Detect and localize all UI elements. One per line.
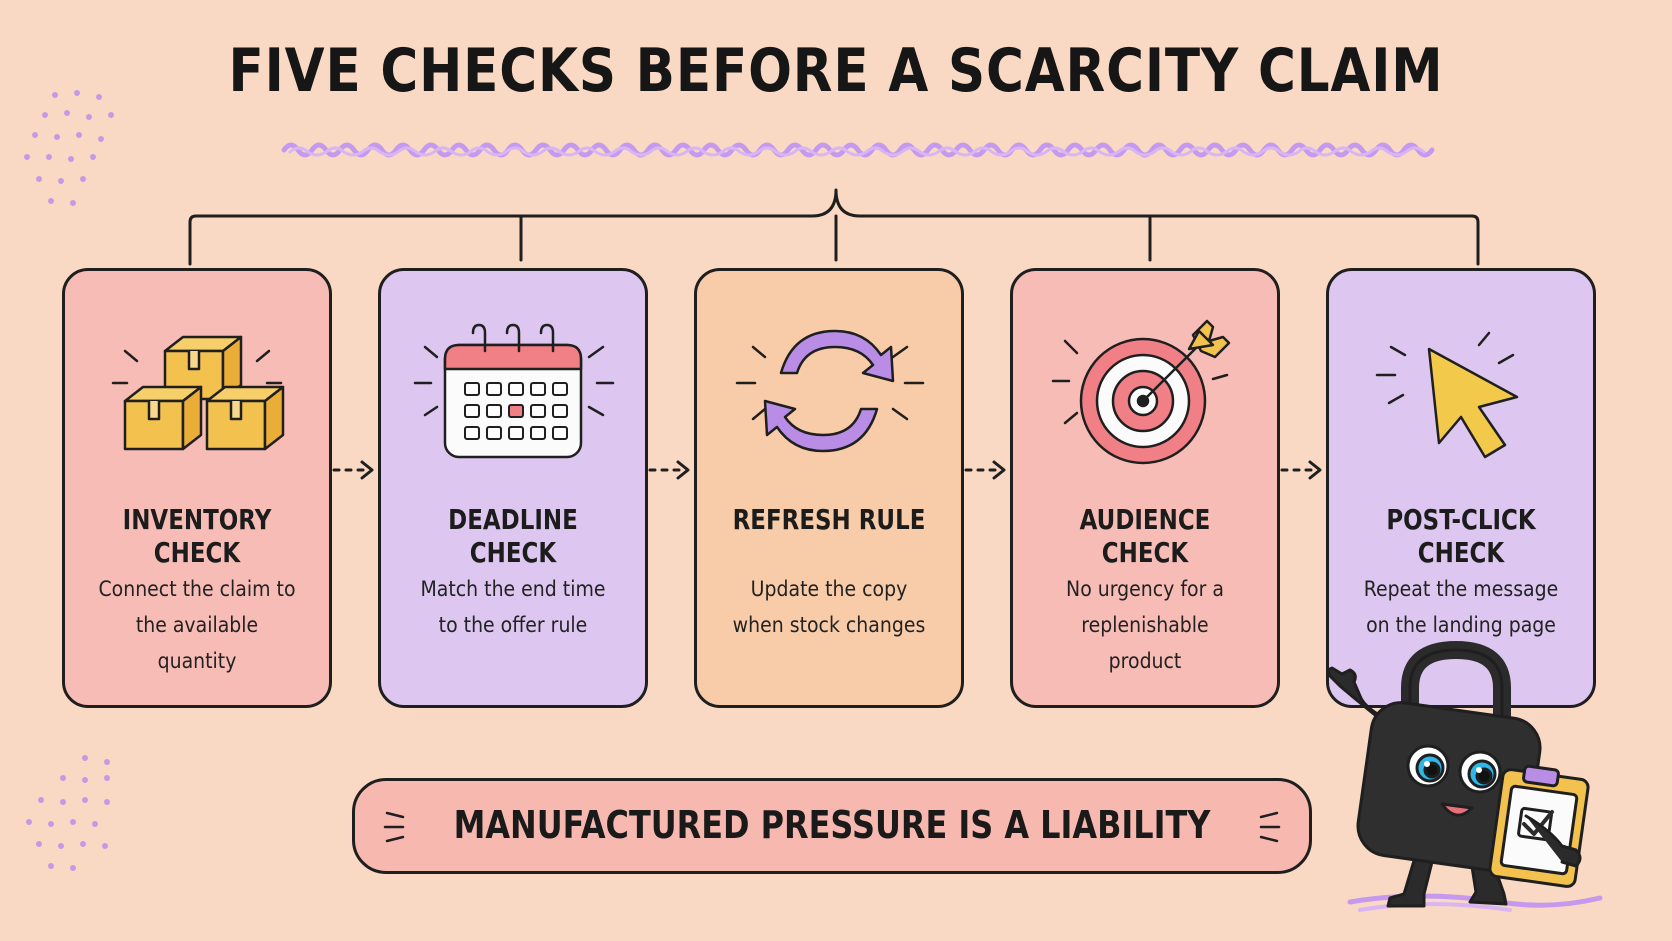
target-icon bbox=[1051, 319, 1231, 465]
page-title: FIVE CHECKS BEFORE A SCARCITY CLAIM bbox=[228, 36, 1444, 106]
decorative-dots-top bbox=[24, 90, 114, 206]
card-audience-check: AUDIENCE CHECK No urgency for a replenis… bbox=[1010, 268, 1280, 708]
card-description-line: Update the copy bbox=[750, 577, 908, 601]
card-title: DEADLINE CHECK bbox=[448, 503, 578, 569]
flow-arrows bbox=[332, 460, 1322, 480]
card-description: Update the copy when stock changes bbox=[726, 571, 931, 643]
flow-arrow-3 bbox=[964, 460, 1006, 480]
card-description-line: on the landing page bbox=[1366, 613, 1556, 637]
card-description: Match the end time to the offer rule bbox=[410, 571, 615, 643]
card-deadline-check: DEADLINE CHECK Match the end time to the… bbox=[378, 268, 648, 708]
decorative-dots-bottom bbox=[26, 755, 110, 871]
card-title: POST-CLICK CHECK bbox=[1386, 503, 1536, 569]
card-description: Connect the claim to the available quant… bbox=[94, 571, 299, 679]
card-description-line: to the offer rule bbox=[438, 613, 588, 637]
flow-arrow-2 bbox=[648, 460, 690, 480]
card-description: No urgency for a replenishable product bbox=[1042, 571, 1247, 679]
card-description-line: the available quantity bbox=[135, 613, 259, 673]
warning-banner: MANUFACTURED PRESSURE IS A LIABILITY bbox=[352, 778, 1312, 874]
card-post-click-check: POST-CLICK CHECK Repeat the message on t… bbox=[1326, 268, 1596, 708]
calendar-icon bbox=[413, 323, 615, 459]
cursor-icon bbox=[1375, 331, 1519, 459]
card-description-line: Match the end time bbox=[420, 577, 606, 601]
card-description-line: Repeat the message bbox=[1363, 577, 1559, 601]
lock-mascot-icon bbox=[1326, 641, 1603, 912]
card-title: AUDIENCE CHECK bbox=[1079, 503, 1211, 569]
card-description-line: when stock changes bbox=[732, 613, 926, 637]
card-title: INVENTORY CHECK bbox=[122, 503, 272, 569]
flow-arrow-1 bbox=[332, 460, 374, 480]
banner-text: MANUFACTURED PRESSURE IS A LIABILITY bbox=[453, 803, 1211, 847]
card-description-line: No urgency for a bbox=[1066, 577, 1224, 601]
refresh-icon bbox=[735, 329, 925, 453]
title-squiggle-underline bbox=[281, 142, 1435, 158]
card-description-line: Connect the claim to bbox=[98, 577, 296, 601]
boxes-icon bbox=[111, 335, 285, 451]
bracket-connector bbox=[188, 188, 1480, 266]
card-title: REFRESH RULE bbox=[732, 503, 926, 536]
flow-arrow-4 bbox=[1280, 460, 1322, 480]
card-refresh-rule: REFRESH RULE Update the copy when stock … bbox=[694, 268, 964, 708]
card-inventory-check: INVENTORY CHECK Connect the claim to the… bbox=[62, 268, 332, 708]
card-description-line: replenishable product bbox=[1081, 613, 1209, 673]
banner-left-marks bbox=[383, 811, 405, 843]
banner-right-marks bbox=[1259, 811, 1281, 843]
card-description: Repeat the message on the landing page bbox=[1358, 571, 1563, 643]
